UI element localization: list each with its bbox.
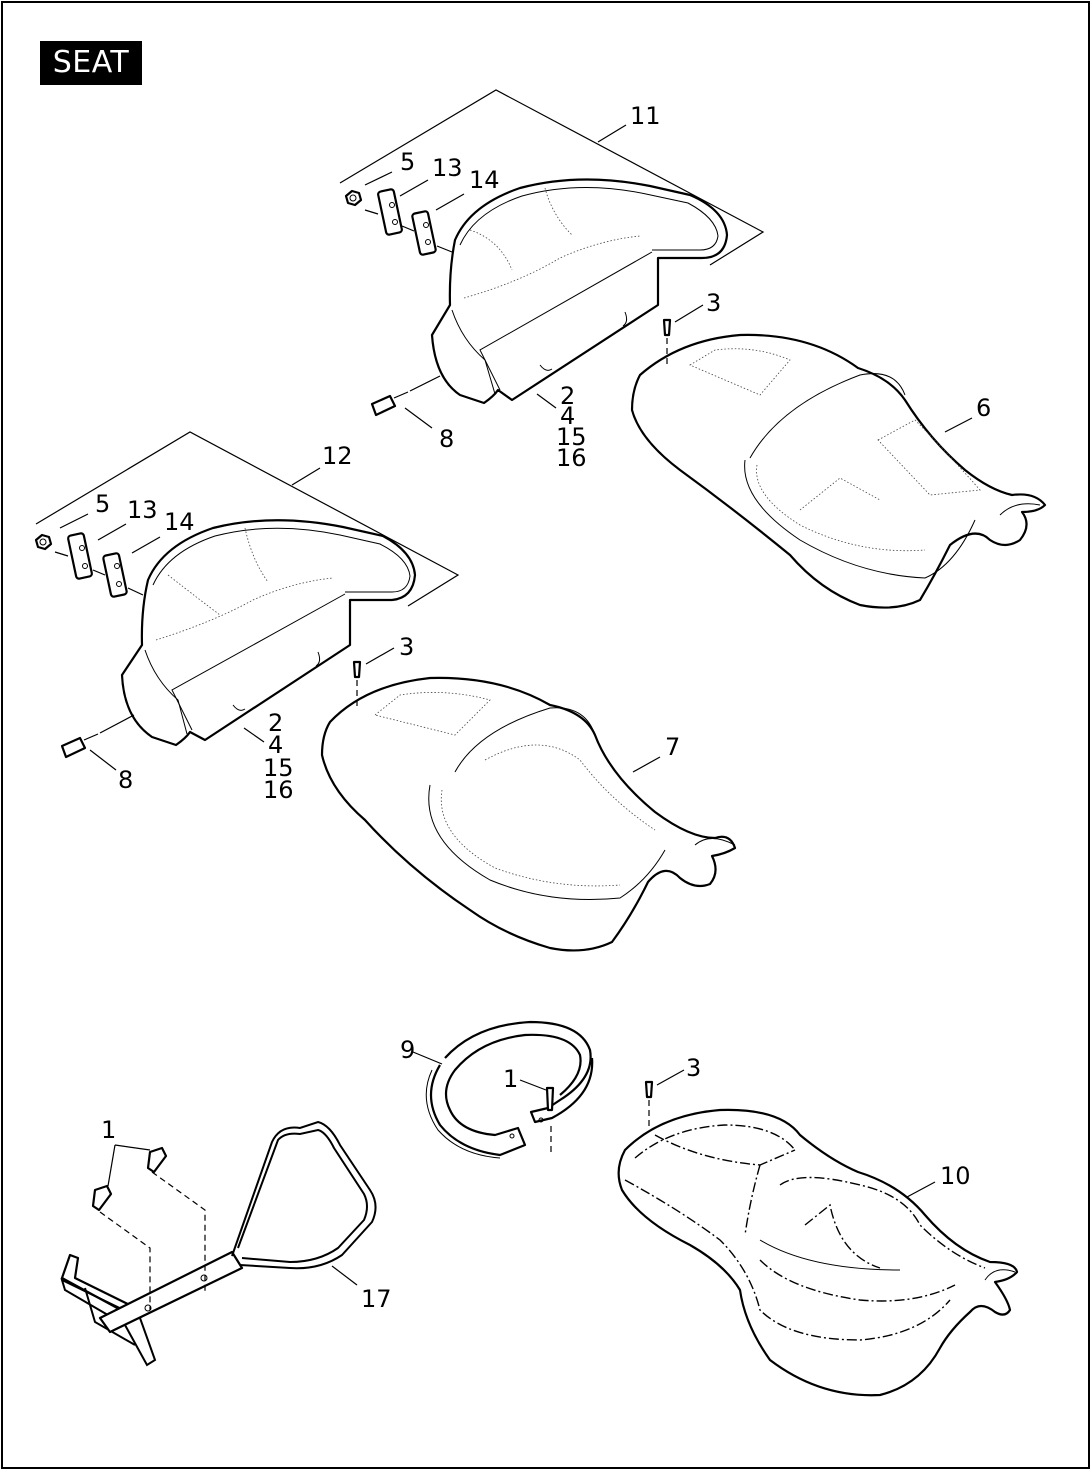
callout-13: 13 [127, 496, 158, 524]
callout-15: 15 [263, 754, 294, 782]
callout-2: 2 [560, 382, 575, 410]
callout-6: 6 [976, 394, 991, 422]
callout-2: 2 [268, 709, 283, 737]
callout-4: 4 [560, 402, 575, 430]
seat-10 [617, 1069, 1019, 1397]
seat-6 [630, 304, 1047, 609]
callout-9: 9 [400, 1036, 415, 1064]
callout-7: 7 [665, 733, 680, 761]
callout-8: 8 [439, 425, 454, 453]
callout-16: 16 [263, 776, 294, 804]
page-title: SEAT [40, 41, 142, 85]
strap-9 [412, 1020, 594, 1159]
callout-8: 8 [118, 766, 133, 794]
callout-14: 14 [164, 508, 195, 536]
callout-11: 11 [630, 102, 661, 130]
callout-10: 10 [940, 1162, 971, 1190]
callout-5: 5 [95, 490, 110, 518]
callout-1: 1 [101, 1116, 116, 1144]
seat-7 [320, 647, 737, 952]
callout-12: 12 [322, 442, 353, 470]
callout-1: 1 [503, 1065, 518, 1093]
callout-3: 3 [686, 1054, 701, 1082]
backrest-assembly-12 [34, 431, 460, 771]
callout-5: 5 [400, 148, 415, 176]
bracket-17 [60, 1120, 377, 1367]
callout-3: 3 [706, 289, 721, 317]
callout-4: 4 [268, 731, 283, 759]
callout-16: 16 [556, 444, 587, 472]
callout-labels: 11 5 13 14 3 2 4 15 16 8 6 12 5 13 14 3 … [95, 102, 991, 1313]
callout-15: 15 [556, 423, 587, 451]
callout-13: 13 [432, 154, 463, 182]
callout-3: 3 [399, 633, 414, 661]
callout-17: 17 [361, 1285, 392, 1313]
callout-14: 14 [469, 166, 500, 194]
backrest-assembly-11 [339, 89, 765, 429]
